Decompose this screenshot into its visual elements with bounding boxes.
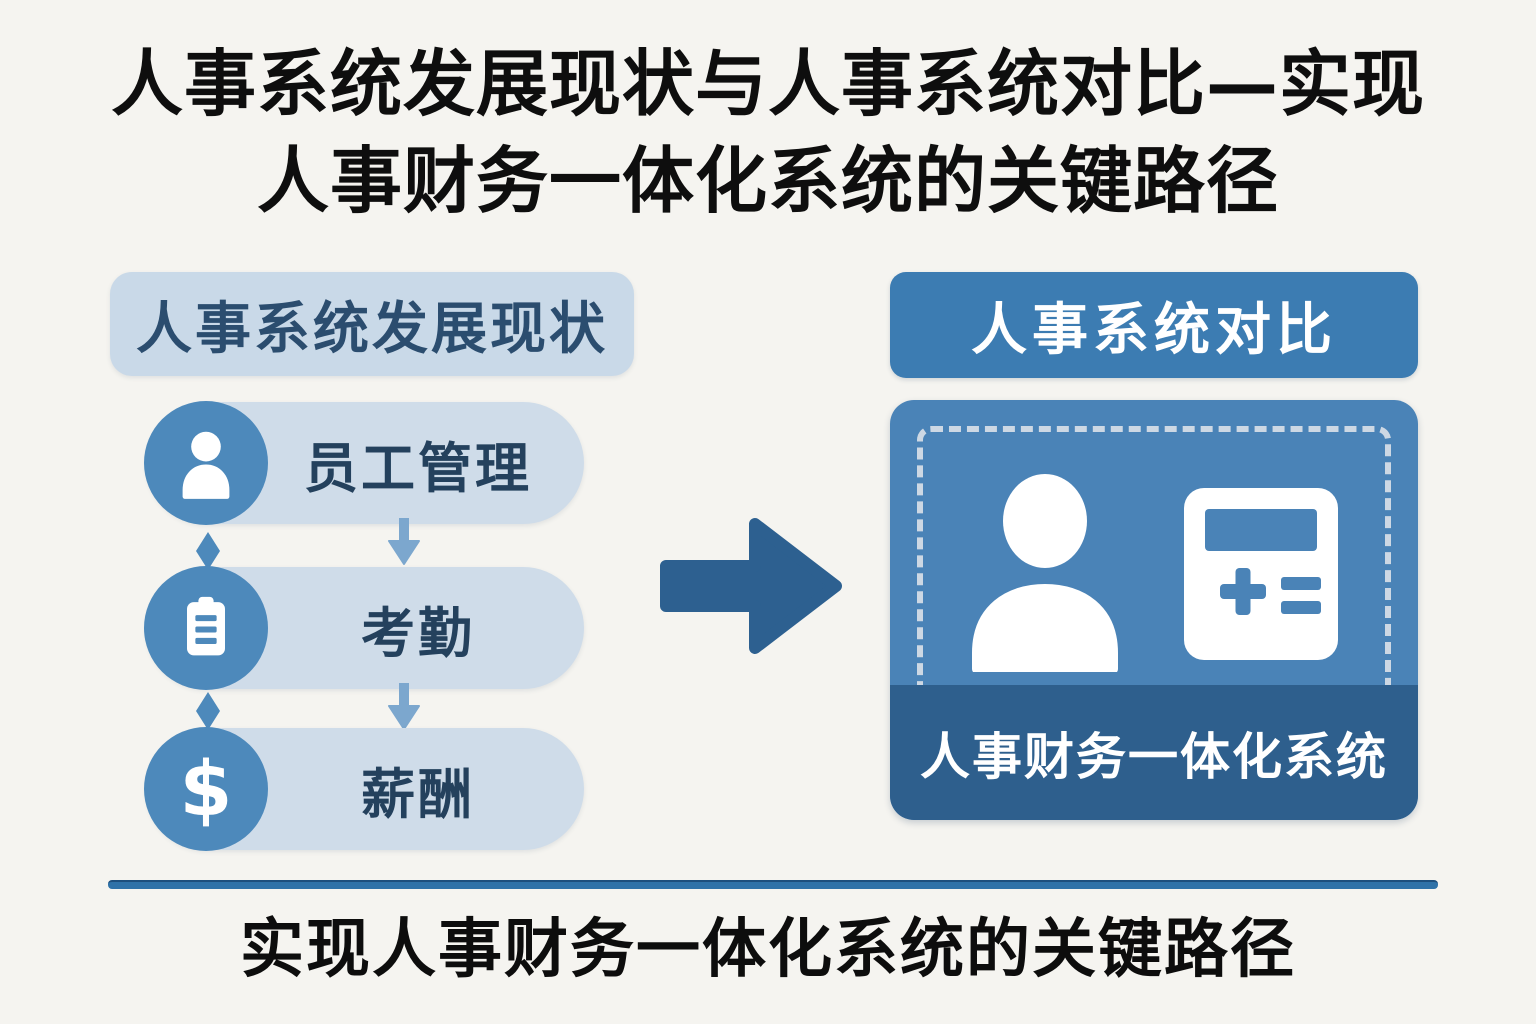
footer-title: 实现人事财务一体化系统的关键路径 [240,913,1296,987]
down-arrow-icon [385,517,423,566]
list-item-label: 考勤 [361,601,475,665]
divider-line [108,880,1438,889]
list-item-salary: $ 薪酬 [144,727,584,851]
list-item-label: 员工管理 [304,436,532,500]
list-item-label: 薪酬 [361,762,475,826]
down-arrow-icon [385,682,423,731]
integrated-system-card: 人事财务一体化系统 [890,400,1418,820]
clipboard-icon [144,566,268,690]
page-title: 人事系统发展现状与人事系统对比—实现 人事财务一体化系统的关键路径 [0,36,1536,230]
page-title-line1: 人事系统发展现状与人事系统对比—实现 [110,42,1425,126]
left-panel-header-label: 人事系统发展现状 [136,296,608,362]
diamond-connector-icon [196,532,220,570]
left-panel-header: 人事系统发展现状 [110,272,634,376]
page-title-line2: 人事财务一体化系统的关键路径 [256,139,1279,223]
list-item-attendance: 考勤 [144,566,584,690]
diamond-connector-icon [196,692,220,730]
person-icon [964,472,1126,676]
person-icon [144,401,268,525]
caption-band-label: 人事财务一体化系统 [920,727,1388,786]
right-panel-header: 人事系统对比 [890,272,1418,378]
right-arrow-icon [654,490,846,682]
list-item-employee-management: 员工管理 [144,401,584,525]
dollar-icon: $ [144,727,268,851]
calculator-icon [1184,488,1338,664]
right-panel-header-label: 人事系统对比 [971,297,1337,363]
dollar-symbol: $ [179,744,233,833]
caption-band: 人事财务一体化系统 [890,685,1418,820]
